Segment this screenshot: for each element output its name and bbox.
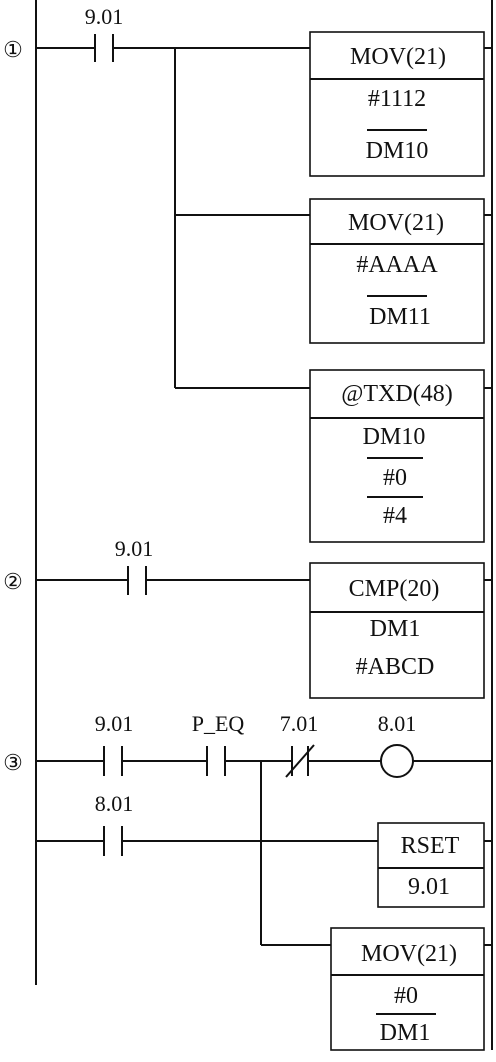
block-operand: DM10 bbox=[363, 424, 426, 450]
rung3-contact-2-label: P_EQ bbox=[192, 711, 245, 736]
block-instruction: RSET bbox=[401, 833, 460, 859]
rung3-coil-label: 8.01 bbox=[378, 711, 417, 736]
rung3-contact-3-label: 7.01 bbox=[280, 711, 319, 736]
rung3-output-coil bbox=[380, 744, 414, 778]
instruction-block-mov-2: MOV(21) #AAAA DM11 bbox=[309, 198, 492, 344]
block-operand: DM10 bbox=[366, 138, 429, 164]
block-operand: #0 bbox=[383, 465, 407, 491]
block-operand: DM1 bbox=[380, 1020, 431, 1046]
block-operand: 9.01 bbox=[408, 874, 450, 900]
rung-number-3: ③ bbox=[3, 750, 23, 775]
rung-number-1: ① bbox=[3, 37, 23, 62]
block-instruction: MOV(21) bbox=[348, 210, 444, 236]
rung3-latch-label: 8.01 bbox=[95, 791, 134, 816]
instruction-block-cmp: CMP(20) DM1 #ABCD bbox=[309, 562, 492, 699]
block-operand: #ABCD bbox=[356, 654, 435, 680]
block-instruction: @TXD(48) bbox=[341, 381, 452, 407]
block-operand: #AAAA bbox=[356, 252, 438, 278]
block-instruction: MOV(21) bbox=[361, 941, 457, 967]
rung-number-2: ② bbox=[3, 569, 23, 594]
instruction-block-mov-3: MOV(21) #0 DM1 bbox=[330, 927, 492, 1051]
block-operand: DM1 bbox=[370, 616, 421, 642]
block-operand: #0 bbox=[394, 983, 418, 1009]
rung2-contact-label: 9.01 bbox=[115, 536, 154, 561]
instruction-block-txd: @TXD(48) DM10 #0 #4 bbox=[309, 369, 492, 543]
instruction-block-rset: RSET 9.01 bbox=[377, 822, 492, 908]
rung1-contact-label: 9.01 bbox=[85, 4, 124, 29]
instruction-block-mov-1: MOV(21) #1112 DM10 bbox=[309, 31, 492, 177]
rung3-contact-1-label: 9.01 bbox=[95, 711, 134, 736]
block-operand: #4 bbox=[383, 503, 407, 529]
block-instruction: MOV(21) bbox=[350, 44, 446, 70]
block-operand: DM11 bbox=[369, 304, 431, 330]
block-operand: #1112 bbox=[368, 86, 426, 112]
block-instruction: CMP(20) bbox=[349, 576, 440, 602]
